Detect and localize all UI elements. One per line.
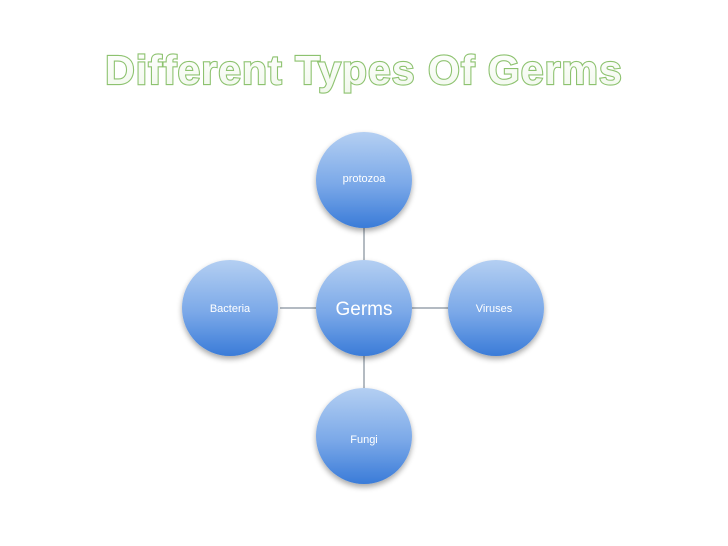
node-right: Viruses	[448, 260, 544, 356]
node-top-label: protozoa	[343, 173, 387, 185]
slide-title: Different Types Of Germs	[105, 47, 623, 93]
node-bottom: Fungi	[316, 388, 412, 484]
node-left-label: Bacteria	[210, 303, 251, 315]
node-right-label: Viruses	[476, 303, 513, 315]
slide-title-area: Different Types Of Germs	[104, 46, 623, 94]
node-center: Germs	[316, 260, 412, 356]
node-bottom-label: Fungi	[350, 434, 378, 446]
node-top: protozoa	[316, 132, 412, 228]
node-left: Bacteria	[182, 260, 278, 356]
node-center-label: Germs	[336, 299, 393, 320]
